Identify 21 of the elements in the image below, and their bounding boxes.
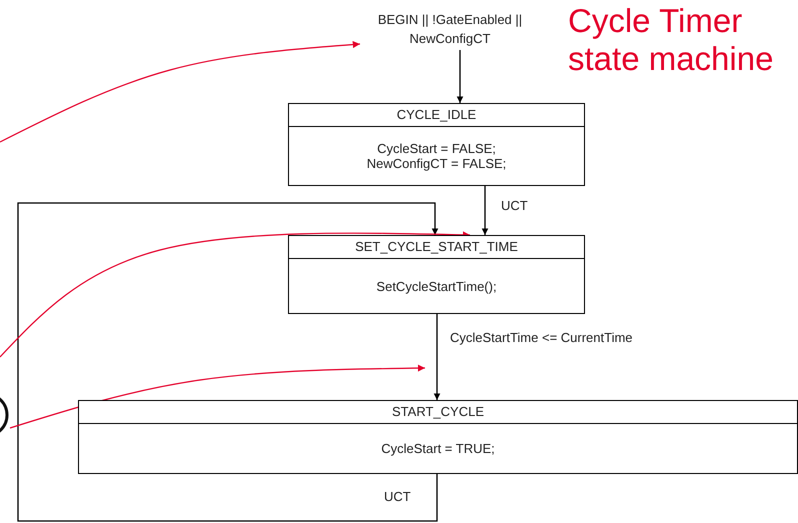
annotation-arrow — [10, 364, 425, 429]
state-box — [288, 235, 585, 314]
state-box — [78, 400, 798, 474]
edge-label: UCT — [382, 489, 413, 504]
transition-arrow — [434, 314, 440, 400]
state-action: CycleStart = TRUE; — [380, 440, 496, 458]
title: Cycle Timer state machine — [568, 2, 774, 78]
state-action: SetCycleStartTime(); — [375, 278, 498, 296]
edge-label: UCT — [499, 198, 530, 213]
state-name: SET_CYCLE_START_TIME — [289, 236, 584, 259]
transition-arrow — [17, 202, 438, 522]
transition-arrow — [456, 50, 464, 103]
state-name: CYCLE_IDLE — [289, 104, 584, 127]
state-name: START_CYCLE — [79, 401, 797, 424]
state-action: CycleStart = FALSE; NewConfigCT = FALSE; — [366, 140, 508, 173]
state-box — [288, 103, 585, 186]
transition-arrow — [482, 186, 488, 235]
edge-label: CycleStartTime <= CurrentTime — [448, 330, 635, 345]
annotation-arrow — [0, 231, 470, 358]
condition-text: BEGIN || !GateEnabled || NewConfigCT — [376, 11, 524, 48]
annotation-arrow — [0, 40, 360, 143]
